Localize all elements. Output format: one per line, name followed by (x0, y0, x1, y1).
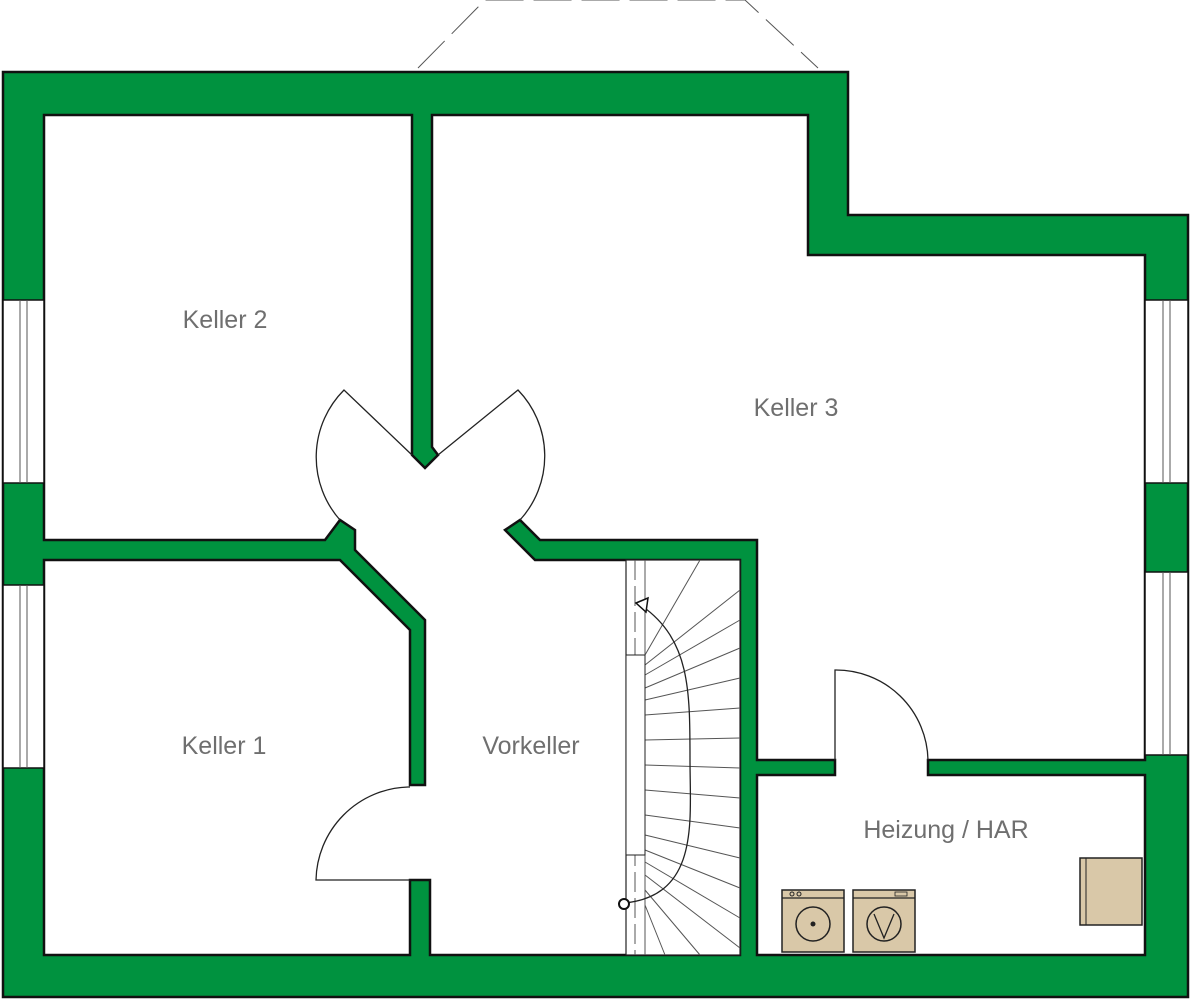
window-right-upper (1144, 299, 1189, 484)
washing-machine-icon (781, 889, 845, 953)
room-label-keller1: Keller 1 (182, 732, 267, 760)
room-label-heizung: Heizung / HAR (863, 816, 1028, 844)
stair-arrow-icon (624, 605, 692, 904)
dryer-icon (852, 889, 916, 953)
door-keller3 (437, 389, 546, 521)
room-label-keller3: Keller 3 (754, 394, 839, 422)
staircase (618, 559, 741, 956)
door-keller1 (315, 786, 410, 881)
walls (1, 70, 1190, 999)
room-label-vorkeller: Vorkeller (482, 732, 579, 760)
window-left-lower (2, 584, 45, 769)
bay-outline (417, 0, 819, 69)
door-keller2 (315, 389, 413, 521)
door-heizung (834, 669, 929, 761)
boiler-icon (1079, 857, 1143, 926)
window-right-lower (1144, 571, 1189, 756)
window-left-upper (2, 299, 45, 484)
room-label-keller2: Keller 2 (183, 306, 268, 334)
